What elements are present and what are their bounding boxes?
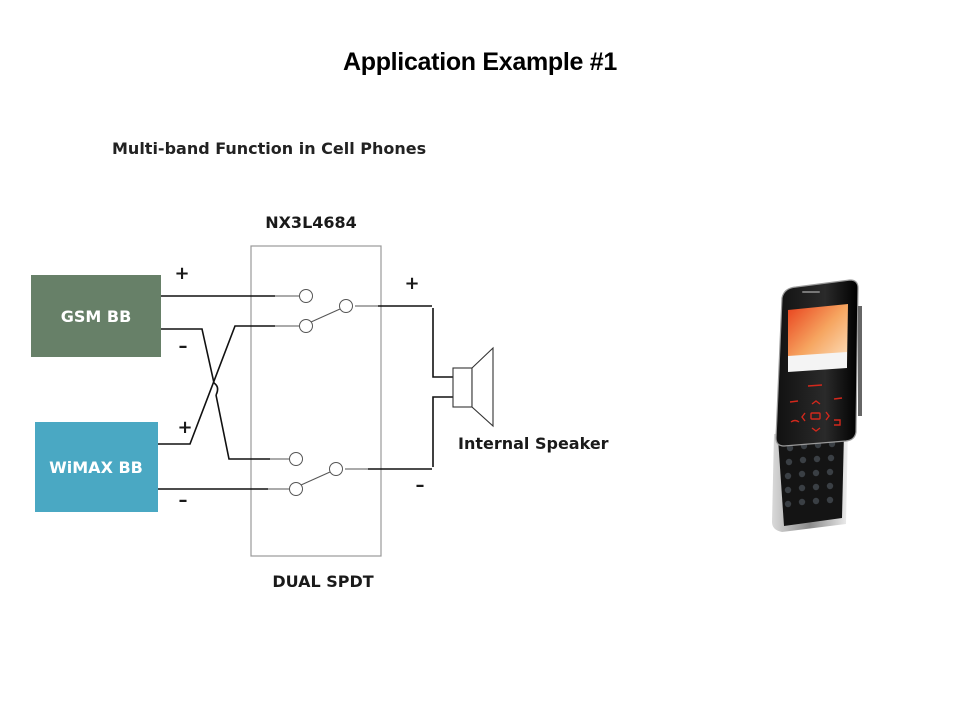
spdt-switch-bottom [289,452,343,496]
spdt-switch-top [299,289,353,333]
chip-label: NX3L4684 [265,213,357,232]
wires [158,295,453,490]
wire-gsm-minus [161,328,215,384]
gsm-baseband-block: GSM BB [31,275,161,357]
switch-type-label: DUAL SPDT [272,572,373,591]
switch-ic-outline [250,245,382,557]
slide-subtitle: Multi-band Function in Cell Phones [112,139,427,158]
speaker-plus-label: + [404,273,419,294]
wimax-baseband-block: WiMAX BB [35,422,158,512]
gsm-plus-label: + [174,263,189,284]
wimax-plus-label: + [177,417,192,438]
cell-phone-image [772,279,862,532]
phone-screen [788,304,848,368]
gsm-minus-label: – [179,336,188,357]
speaker-minus-label: – [416,475,425,496]
wire-wimax-plus [158,325,275,445]
gsm-block-label: GSM BB [61,307,132,326]
slide-title: Application Example #1 [342,48,618,76]
wimax-block-label: WiMAX BB [49,458,143,477]
speaker-icon [452,346,494,428]
speaker-label: Internal Speaker [458,434,609,453]
wimax-minus-label: – [179,490,188,511]
navigation-keys [789,384,843,432]
